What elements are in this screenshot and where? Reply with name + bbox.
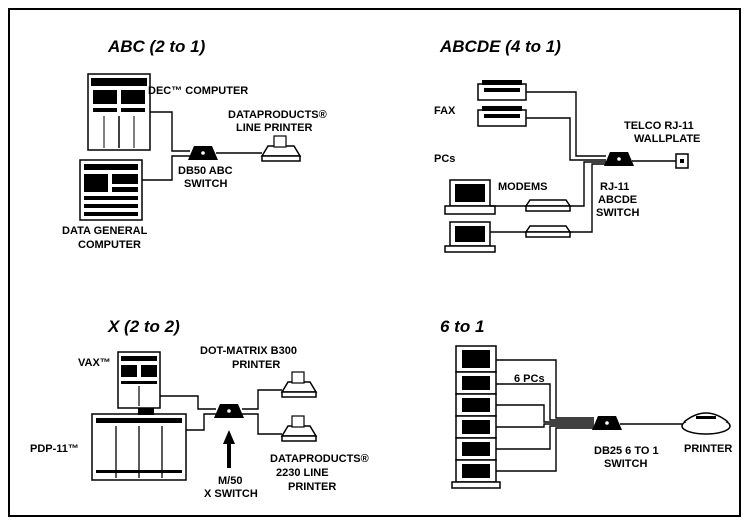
db25-6-to-1-switch-icon: [592, 416, 622, 430]
cable: [526, 117, 606, 161]
switch-label-line2: ABCDE: [598, 194, 637, 206]
pc-icon: [444, 179, 496, 253]
fax-machine-icon: [477, 80, 527, 127]
pdp11-label: PDP-11™: [30, 443, 79, 455]
switch-label-line1: DB25 6 TO 1: [594, 445, 659, 457]
cable: [496, 423, 594, 428]
m50-x-switch-icon: [214, 404, 244, 468]
cable: [496, 427, 594, 472]
modem-icon: [524, 199, 572, 238]
line-printer-label-line1: DATAPRODUCTS®: [270, 453, 369, 465]
switch-label-line2: SWITCH: [184, 178, 227, 190]
printer-label: PRINTER: [684, 443, 732, 455]
fax-label: FAX: [434, 105, 456, 117]
data-general-label-line1: DATA GENERAL: [62, 225, 148, 237]
line-printer-label-line2: 2230 LINE: [276, 467, 329, 479]
dot-matrix-printer-icon: [280, 371, 318, 398]
cable: [242, 389, 282, 410]
panel-abcde: ABCDE (4 to 1) FAX PCs MODEM: [434, 37, 700, 253]
panel-title: ABCDE (4 to 1): [439, 37, 561, 56]
switch-label-line2: X SWITCH: [204, 488, 258, 500]
cable: [142, 155, 190, 181]
panel-6-to-1: 6 to 1 6 PCs DB25 6 TO 1 SWITCH: [440, 317, 732, 489]
printer-icon: [681, 412, 731, 435]
dec-computer-label: DEC™ COMPUTER: [148, 85, 248, 97]
printer-label-line2: LINE PRINTER: [236, 122, 312, 134]
modems-label: MODEMS: [498, 181, 548, 193]
printer-label-line1: DATAPRODUCTS®: [228, 109, 327, 121]
cable: [150, 111, 190, 152]
switch-label-line3: SWITCH: [596, 207, 639, 219]
cable: [570, 161, 606, 207]
dec-computer-icon: [87, 73, 151, 151]
telco-label-line2: WALLPLATE: [634, 133, 700, 145]
rj11-abcde-switch-icon: [604, 152, 634, 166]
pcs-label: PCs: [434, 153, 455, 165]
pdp11-computer-icon: [91, 408, 187, 481]
cable: [496, 425, 594, 450]
line-printer-icon: [280, 415, 318, 442]
cable: [496, 383, 594, 421]
diagram-frame: [8, 8, 741, 517]
cable: [526, 91, 606, 157]
line-printer-label-line3: PRINTER: [288, 481, 336, 493]
panel-title: ABC (2 to 1): [107, 37, 206, 56]
switch-label-line1: RJ-11: [600, 181, 629, 193]
cable: [496, 359, 594, 419]
pc-stack-icon: [451, 345, 501, 489]
panel-abc: ABC (2 to 1) DEC™ COMPUTER DATA GENERAL: [62, 37, 327, 251]
vax-computer-icon: [117, 351, 161, 409]
line-printer-icon: [260, 135, 302, 162]
switch-label-line1: DB50 ABC: [178, 165, 233, 177]
dot-matrix-label-line1: DOT-MATRIX B300: [200, 345, 297, 357]
dot-matrix-label-line2: PRINTER: [232, 359, 280, 371]
data-general-label-line2: COMPUTER: [78, 239, 141, 251]
pcs-label: 6 PCs: [514, 373, 545, 385]
panel-title: X (2 to 2): [107, 317, 180, 336]
switch-label-line2: SWITCH: [604, 458, 647, 470]
panel-title: 6 to 1: [440, 317, 484, 336]
cable: [570, 163, 606, 233]
db50-abc-switch-icon: [188, 146, 218, 160]
data-general-computer-icon: [79, 159, 143, 221]
vax-label: VAX™: [78, 357, 111, 369]
cable: [496, 404, 594, 423]
wallplate-icon: [675, 153, 689, 169]
cable: [186, 413, 216, 431]
telco-label-line1: TELCO RJ-11: [624, 120, 694, 132]
switch-label-line1: M/50: [218, 475, 242, 487]
panel-x: X (2 to 2) VAX™ PDP-11™ M/50: [30, 317, 369, 500]
cable: [160, 395, 216, 410]
cable: [242, 413, 282, 435]
